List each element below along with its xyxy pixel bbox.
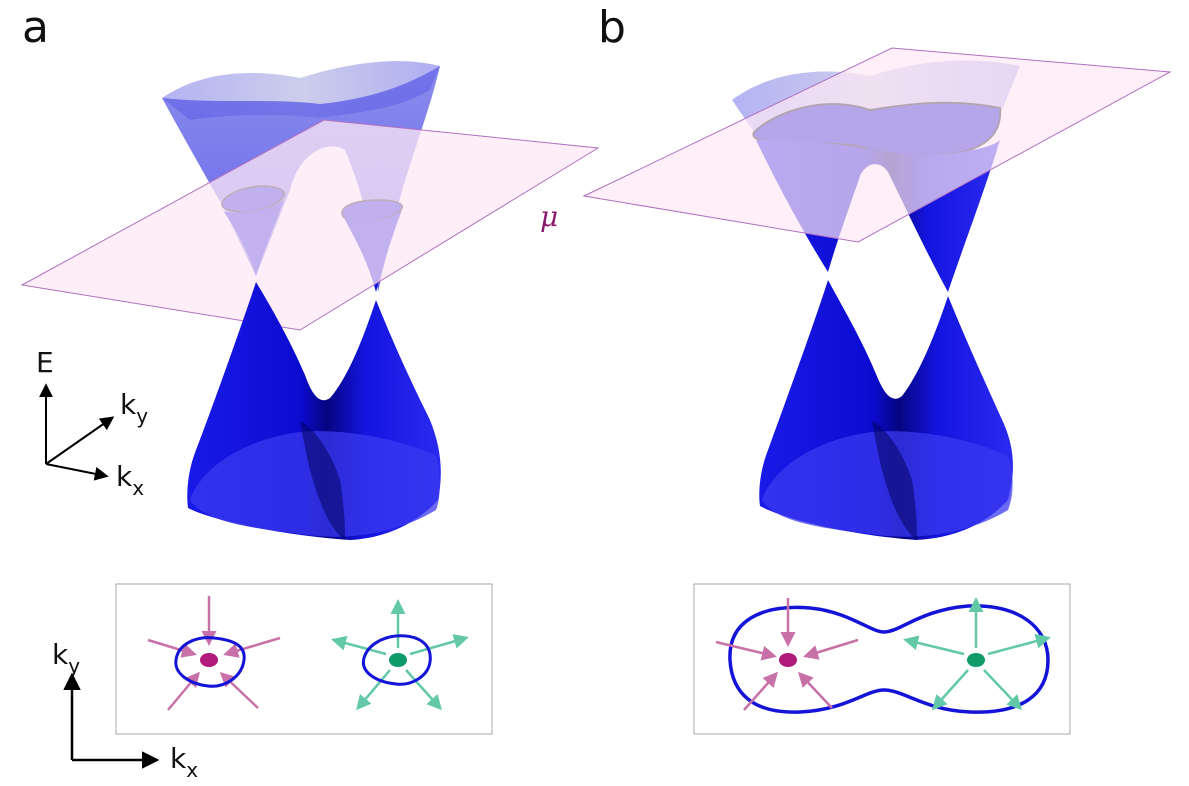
panel-b-mu-plane	[582, 47, 1172, 243]
ky-axis-subscript: y	[136, 404, 148, 428]
panel-a-mu-plane	[20, 119, 600, 331]
kx-axis-subscript: x	[132, 476, 144, 500]
panel-b-letter: b	[598, 2, 626, 53]
inset-ky-subscript: y	[68, 654, 80, 678]
panel-a-letter: a	[22, 2, 49, 53]
panel-b: b	[582, 2, 1172, 735]
svg-text:ky: ky	[120, 388, 148, 428]
panel-a-sink-arrows	[147, 596, 281, 711]
svg-text:kx: kx	[170, 742, 198, 782]
inset-kx-label: k	[170, 742, 187, 775]
panel-a-lower-shadow	[300, 420, 345, 540]
panel-a-fermi-contour-left	[174, 636, 246, 688]
panel-b-lower-shadow	[872, 420, 917, 540]
svg-text:kx: kx	[116, 460, 144, 500]
panel-a-mu-label: μ	[540, 200, 558, 233]
panel-a-inset	[115, 583, 493, 735]
inset-kx-subscript: x	[186, 758, 198, 782]
ky-axis-label: k	[120, 388, 137, 421]
panel-a-source-arrows	[331, 599, 469, 711]
panel-a-sink-point	[200, 653, 218, 667]
panel-b-fermi-contour	[728, 604, 1050, 714]
panel-a-fermi-contour-right	[361, 634, 432, 686]
panel-b-inset	[693, 583, 1071, 735]
panel-a: a μ E ky kx	[20, 2, 600, 782]
panel-a-source-point	[389, 653, 407, 667]
panel-b-source-arrows	[903, 597, 1051, 711]
svg-text:ky: ky	[52, 638, 80, 678]
inset-2d-axes: ky kx	[52, 638, 198, 782]
panel-b-sink-arrows	[715, 598, 859, 711]
panel-b-sink-point	[779, 653, 797, 667]
energy-axis-label: E	[36, 346, 54, 379]
inset-ky-label: k	[52, 638, 69, 671]
panel-b-source-point	[967, 653, 985, 667]
panel-a-3d-axes: E ky kx	[36, 346, 148, 500]
kx-axis-label: k	[116, 460, 133, 493]
